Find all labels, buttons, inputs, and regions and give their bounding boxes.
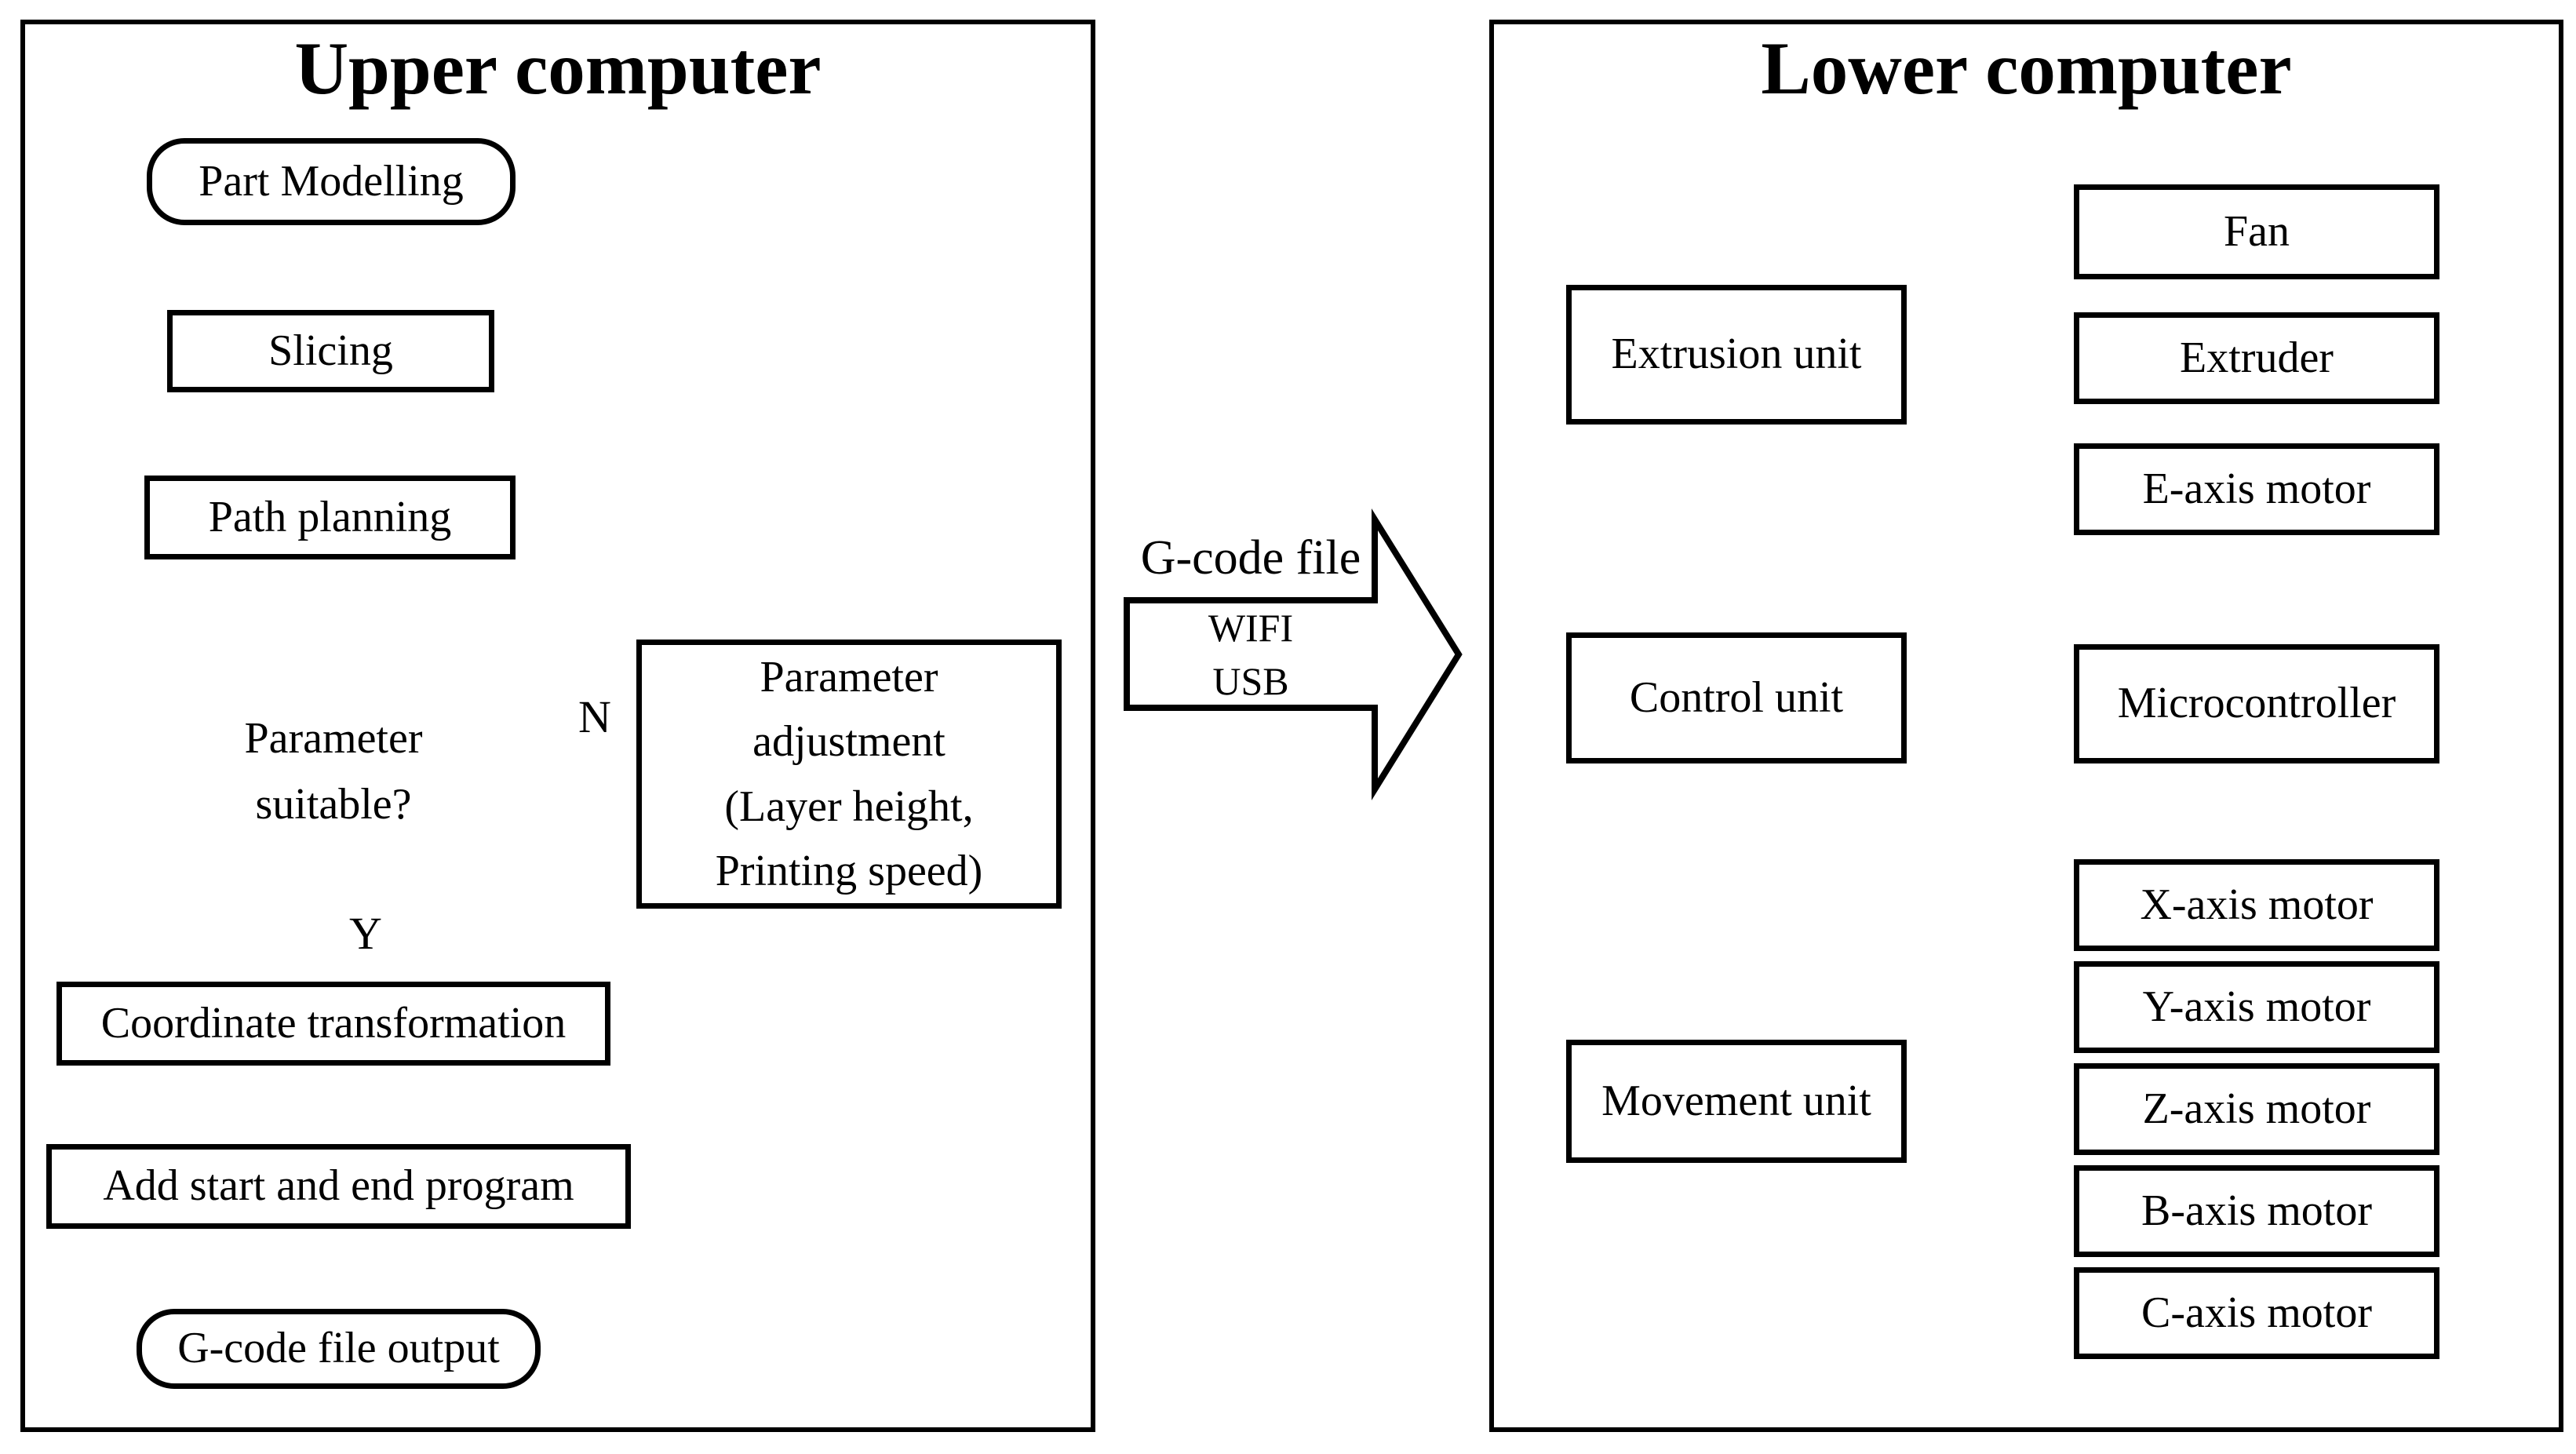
path-planning-node: Path planning <box>144 476 516 559</box>
b-axis-motor-label: B-axis motor <box>2141 1186 2372 1235</box>
z-axis-motor-label: Z-axis motor <box>2142 1084 2371 1133</box>
part-modelling-node: Part Modelling <box>147 138 516 225</box>
fan-label: Fan <box>2224 206 2290 256</box>
c-axis-motor-label: C-axis motor <box>2141 1288 2372 1337</box>
extrusion-unit-label: Extrusion unit <box>1611 330 1862 379</box>
x-axis-motor-label: X-axis motor <box>2140 880 2374 929</box>
extrusion-unit-node: Extrusion unit <box>1566 285 1907 425</box>
coordinate-transformation-node: Coordinate transformation <box>56 982 610 1066</box>
transfer-usb-label: USB <box>1212 659 1289 703</box>
transfer-block-arrow <box>1124 508 1463 801</box>
slicing-label: Slicing <box>268 326 393 375</box>
decision-yes-label: Y <box>349 908 382 959</box>
microcontroller-node: Microcontroller <box>2074 644 2439 763</box>
extruder-label: Extruder <box>2180 333 2334 382</box>
upper-computer-title: Upper computer <box>294 27 822 110</box>
transfer-label: G-code file <box>1140 530 1361 585</box>
coordinate-transformation-label: Coordinate transformation <box>100 998 567 1048</box>
b-axis-motor-node: B-axis motor <box>2074 1165 2439 1257</box>
decision-no-label: N <box>578 691 611 742</box>
movement-unit-node: Movement unit <box>1566 1040 1907 1163</box>
lower-computer-title: Lower computer <box>1761 27 2292 110</box>
part-modelling-label: Part Modelling <box>199 156 464 206</box>
gcode-output-node: G-code file output <box>137 1309 541 1389</box>
y-axis-motor-node: Y-axis motor <box>2074 961 2439 1053</box>
e-axis-motor-label: E-axis motor <box>2142 464 2371 513</box>
add-start-end-label: Add start and end program <box>103 1161 574 1211</box>
z-axis-motor-node: Z-axis motor <box>2074 1063 2439 1155</box>
transfer-wifi-label: WIFI <box>1208 606 1294 650</box>
extruder-node: Extruder <box>2074 312 2439 404</box>
y-axis-motor-label: Y-axis motor <box>2142 982 2371 1031</box>
parameter-adjustment-node: Parameter adjustment (Layer height, Prin… <box>636 640 1062 909</box>
fan-node: Fan <box>2074 184 2439 279</box>
movement-unit-label: Movement unit <box>1601 1076 1871 1125</box>
slicing-node: Slicing <box>167 310 494 392</box>
e-axis-motor-node: E-axis motor <box>2074 443 2439 535</box>
path-planning-label: Path planning <box>208 492 452 541</box>
control-unit-label: Control unit <box>1629 672 1844 722</box>
decision-label: Parameter suitable? <box>244 713 423 829</box>
gcode-output-label: G-code file output <box>177 1324 500 1373</box>
control-unit-node: Control unit <box>1566 632 1907 763</box>
c-axis-motor-node: C-axis motor <box>2074 1267 2439 1359</box>
x-axis-motor-node: X-axis motor <box>2074 859 2439 951</box>
microcontroller-label: Microcontroller <box>2117 679 2396 728</box>
parameter-adjustment-label: Parameter adjustment (Layer height, Prin… <box>715 652 983 895</box>
add-start-end-node: Add start and end program <box>46 1144 631 1229</box>
